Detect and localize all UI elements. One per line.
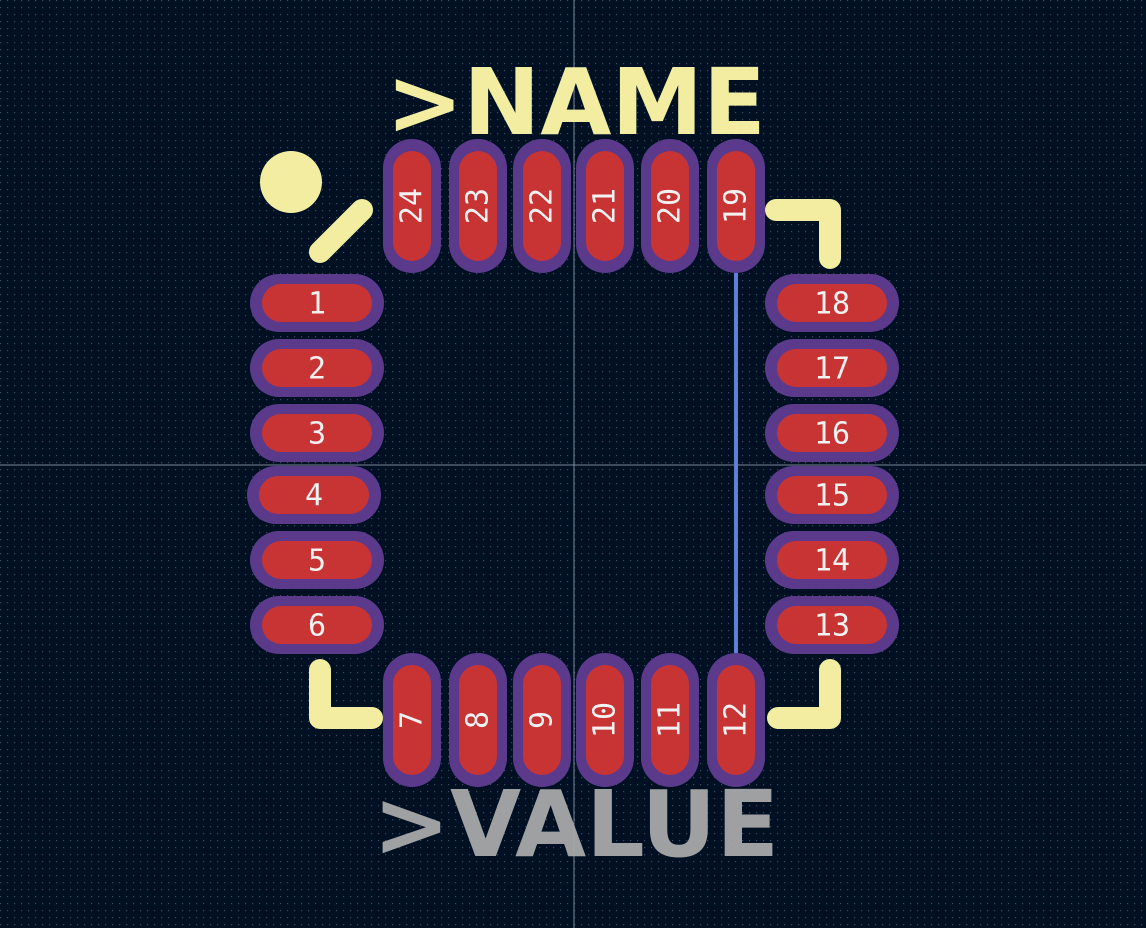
pad-4[interactable]: 4: [247, 466, 381, 524]
pad-copper: [777, 349, 887, 387]
pad-copper: [262, 541, 372, 579]
pad-22[interactable]: 22: [513, 139, 571, 273]
pad-copper: [262, 606, 372, 644]
pad-copper: [717, 151, 755, 261]
pad-copper: [777, 414, 887, 452]
silkscreen-corner-bottom-right: [767, 659, 841, 729]
pad-6[interactable]: 6: [250, 596, 384, 654]
pad-7[interactable]: 7: [383, 653, 441, 787]
pad-copper: [459, 665, 497, 775]
pad-number-label: 14: [814, 544, 850, 579]
pad-number-label: 1: [308, 287, 326, 322]
pad-number-label: 5: [308, 544, 326, 579]
pad-11[interactable]: 11: [641, 653, 699, 787]
pin1-marker-dot: [260, 151, 322, 213]
pad-number-label: 6: [308, 609, 326, 644]
pad-copper: [717, 665, 755, 775]
pad-copper: [393, 665, 431, 775]
pad-8[interactable]: 8: [449, 653, 507, 787]
pad-number-label: 18: [814, 287, 850, 322]
pad-copper: [262, 349, 372, 387]
pad-copper: [651, 665, 689, 775]
pad-copper: [523, 665, 561, 775]
pad-copper: [262, 414, 372, 452]
pad-copper: [262, 284, 372, 322]
pad-9[interactable]: 9: [513, 653, 571, 787]
pad-number-label: 12: [719, 702, 754, 738]
pad-copper: [586, 665, 624, 775]
pad-number-label: 10: [588, 702, 623, 738]
pad-12[interactable]: 12: [707, 653, 765, 787]
pad-number-label: 15: [814, 479, 850, 514]
pad-number-label: 13: [814, 609, 850, 644]
pad-1[interactable]: 1: [250, 274, 384, 332]
pad-19[interactable]: 19: [707, 139, 765, 273]
pad-copper: [259, 476, 369, 514]
pad-copper: [459, 151, 497, 261]
pad-number-label: 2: [308, 352, 326, 387]
silkscreen-chamfer: [309, 199, 373, 263]
pad-number-label: 23: [461, 188, 496, 224]
pad-number-label: 21: [588, 188, 623, 224]
pad-number-label: 17: [814, 352, 850, 387]
silkscreen-corner-bottom-left: [309, 659, 383, 729]
pad-number-label: 20: [653, 188, 688, 224]
pad-copper: [777, 541, 887, 579]
pad-copper: [651, 151, 689, 261]
pad-number-label: 11: [653, 702, 688, 738]
pad-number-label: 19: [719, 188, 754, 224]
pad-copper: [777, 606, 887, 644]
name-label[interactable]: >NAME: [386, 49, 766, 156]
pad-copper: [777, 476, 887, 514]
silkscreen-corner-top-right: [765, 199, 841, 269]
pad-3[interactable]: 3: [250, 404, 384, 462]
pad-20[interactable]: 20: [641, 139, 699, 273]
pad-23[interactable]: 23: [449, 139, 507, 273]
pad-number-label: 16: [814, 417, 850, 452]
pad-2[interactable]: 2: [250, 339, 384, 397]
pad-18[interactable]: 18: [765, 274, 899, 332]
pad-number-label: 4: [305, 479, 323, 514]
pad-17[interactable]: 17: [765, 339, 899, 397]
pad-10[interactable]: 10: [576, 653, 634, 787]
pad-21[interactable]: 21: [576, 139, 634, 273]
pad-number-label: 22: [525, 188, 560, 224]
pad-5[interactable]: 5: [250, 531, 384, 589]
pad-copper: [586, 151, 624, 261]
pad-number-label: 24: [395, 188, 430, 224]
pad-number-label: 7: [395, 711, 430, 729]
value-label[interactable]: >VALUE: [373, 771, 779, 878]
pad-number-label: 3: [308, 417, 326, 452]
pad-number-label: 9: [525, 711, 560, 729]
pad-24[interactable]: 24: [383, 139, 441, 273]
pad-number-label: 8: [461, 711, 496, 729]
pad-14[interactable]: 14: [765, 531, 899, 589]
pad-13[interactable]: 13: [765, 596, 899, 654]
pad-copper: [777, 284, 887, 322]
pad-copper: [523, 151, 561, 261]
pad-16[interactable]: 16: [765, 404, 899, 462]
pad-copper: [393, 151, 431, 261]
silkscreen-outline: [309, 199, 841, 729]
pad-15[interactable]: 15: [765, 466, 899, 524]
